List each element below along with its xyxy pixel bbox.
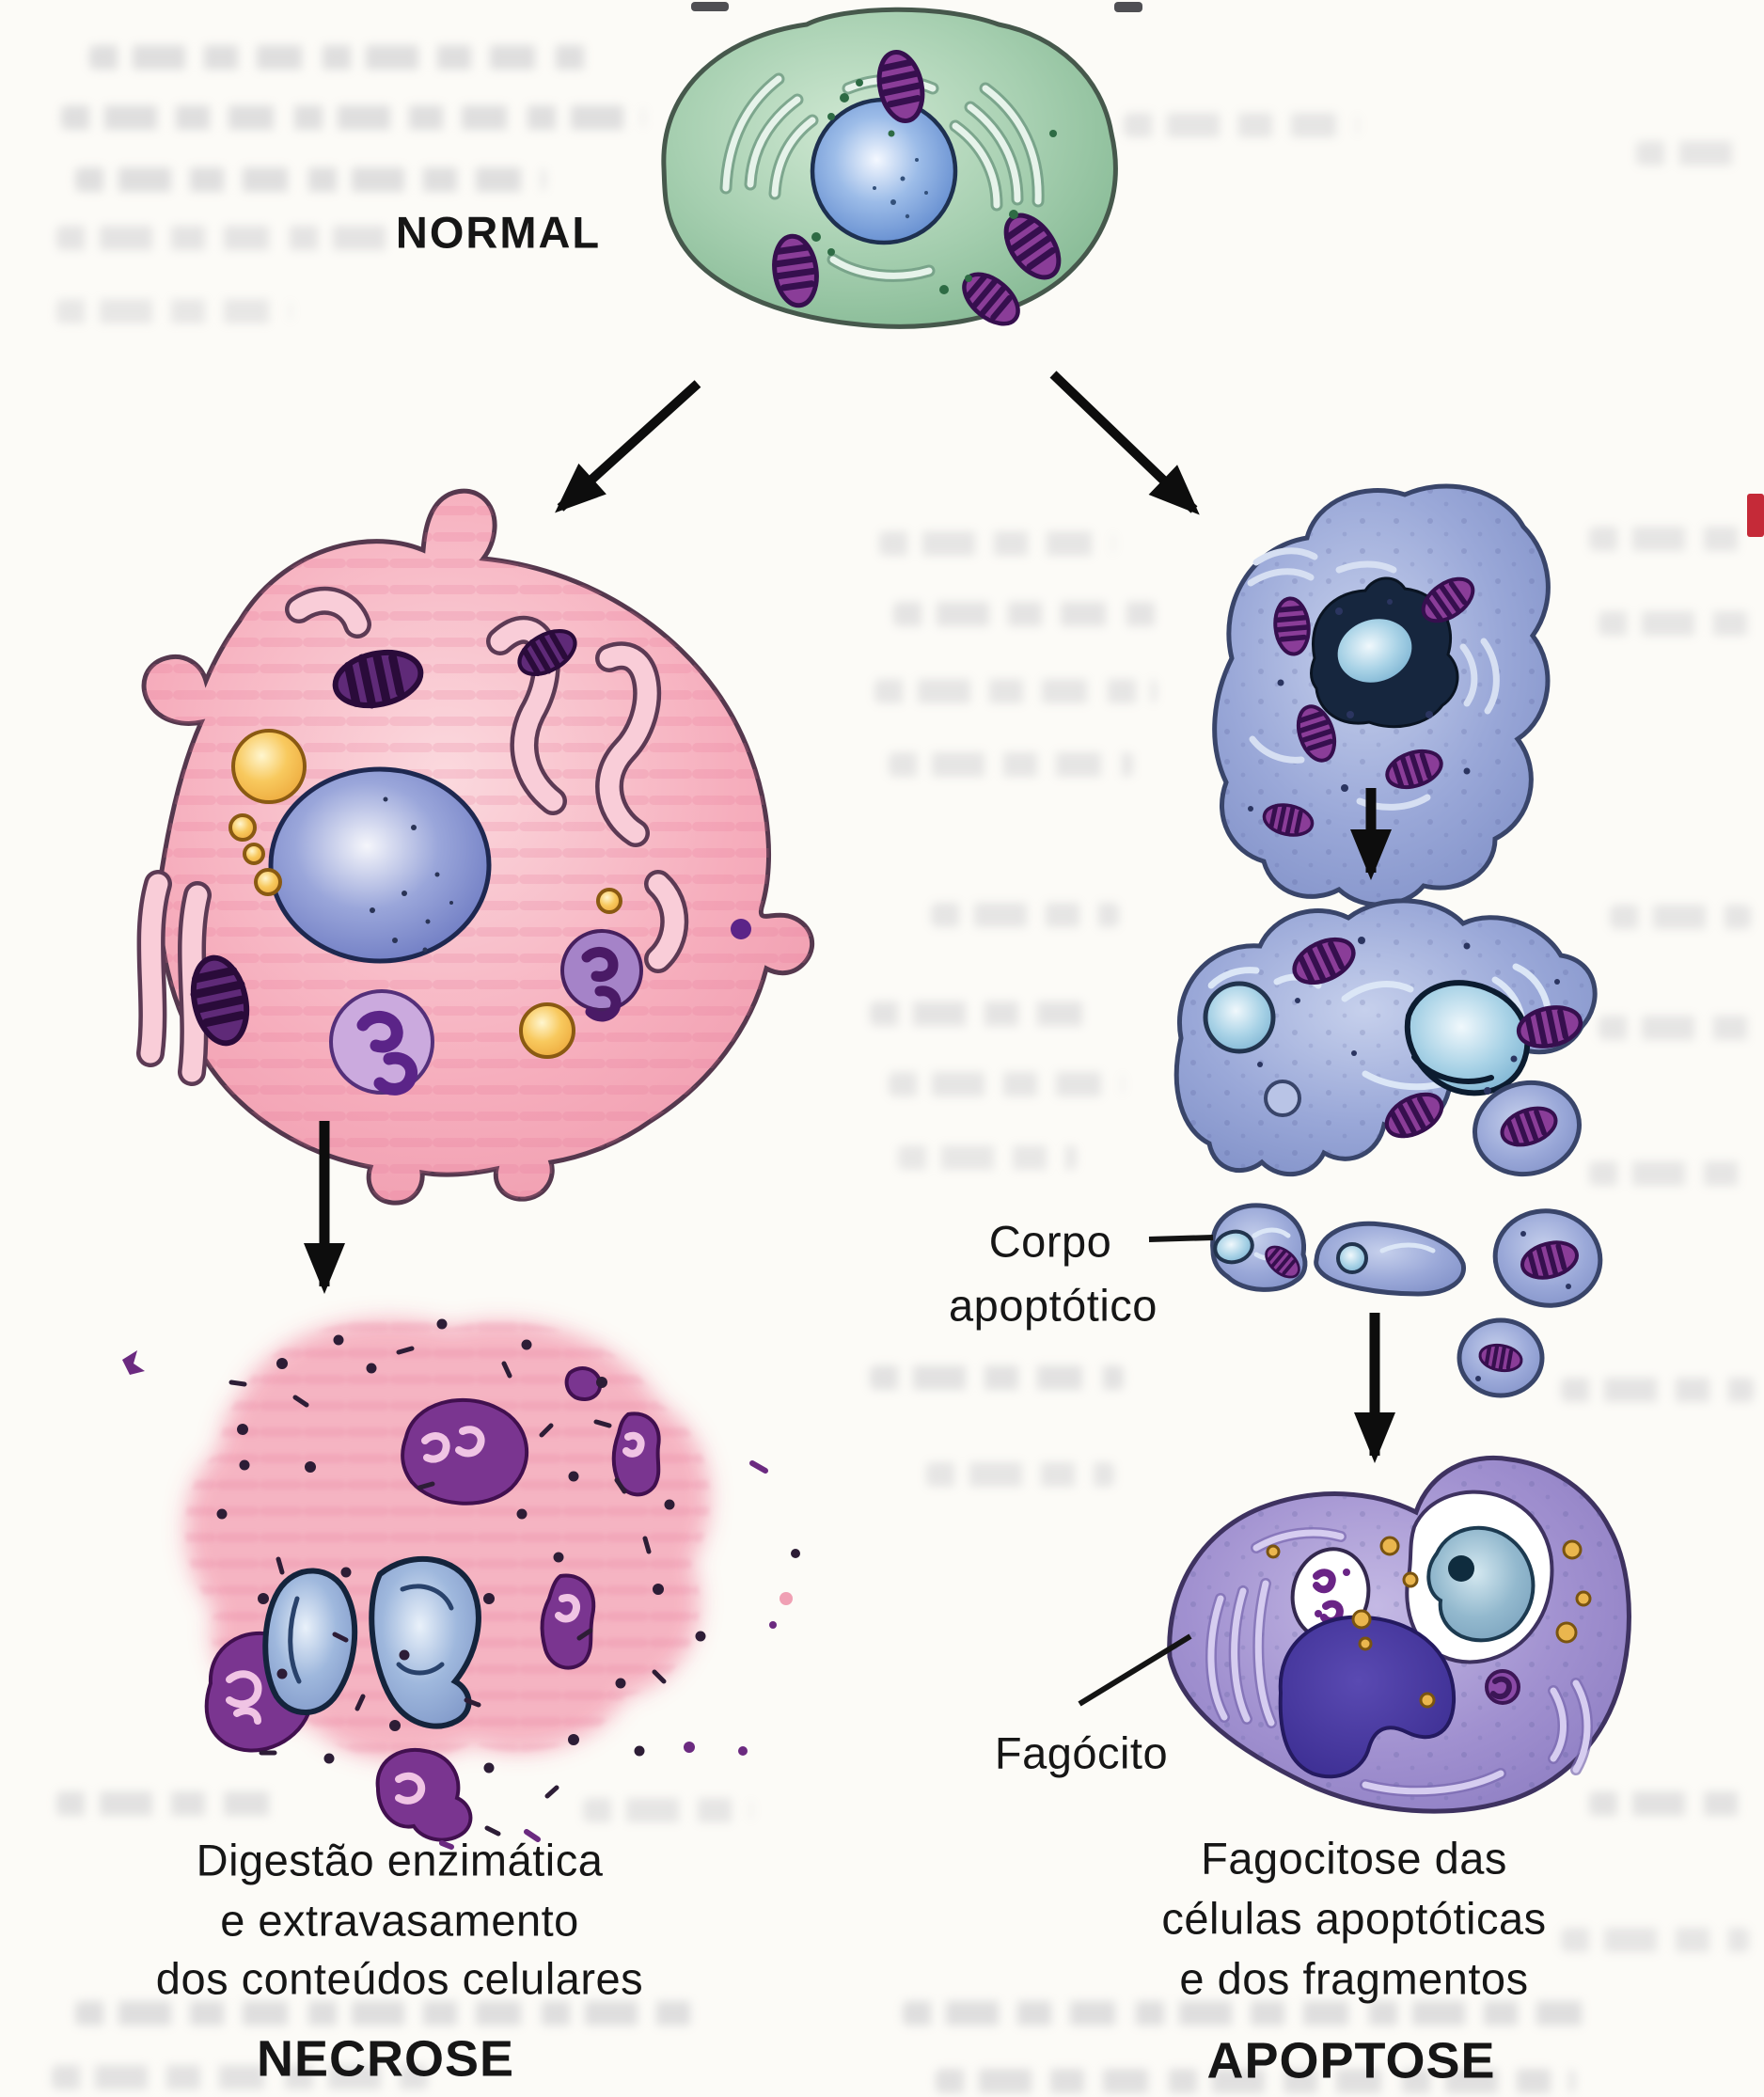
bleed-through-text: [1589, 1161, 1754, 1186]
nucleus-fragment: [1404, 980, 1531, 1096]
label-pointer-line: [1148, 1235, 1214, 1242]
page-edge-ink-mark: [1114, 2, 1142, 12]
bleed-through-text: [870, 1365, 1124, 1390]
apoptosis-heading: APOPTOSE: [1206, 2032, 1496, 2089]
bleed-through-text: [1599, 611, 1749, 636]
bleed-through-text: [898, 1145, 1077, 1170]
engulfed-nucleus: [1448, 1555, 1474, 1582]
bleed-through-text: [889, 1072, 1124, 1096]
normal-cell: [661, 7, 1118, 333]
small-bleb: [1264, 1080, 1301, 1117]
necrosis-caption-line2: e extravasamento: [220, 1895, 579, 1946]
necrotic-swollen-cell: [136, 488, 815, 1206]
engulfed-apoptotic-cell: [1426, 1525, 1536, 1643]
nucleus: [810, 97, 958, 245]
endoplasmic-reticulum: [1247, 547, 1500, 811]
bleed-through-text: [874, 679, 1157, 703]
bleed-through-text: [1589, 527, 1749, 551]
bleed-through-text: [52, 2065, 428, 2089]
condensed-nucleus: [1310, 576, 1459, 729]
bleed-through-text: [61, 105, 644, 130]
bleed-through-text: [1636, 141, 1749, 166]
bleed-through-text: [936, 2069, 1575, 2093]
phagocyte-cell: [1167, 1455, 1631, 1814]
granules: [1248, 599, 1471, 812]
blebbing-cell: [1173, 898, 1598, 1177]
granules: [1257, 937, 1560, 1095]
endoplasmic-reticulum: [1205, 1527, 1593, 1797]
bleed-through-text: [889, 752, 1133, 777]
apoptotic-shrinking-cell: [1212, 483, 1551, 907]
page-edge-ink-mark: [691, 2, 729, 11]
necrosis-caption-line3: dos conteúdos celulares: [155, 1953, 644, 2004]
bleed-through-text: [893, 602, 1157, 626]
bleed-through-text: [56, 299, 291, 323]
necrosis-heading: NECROSE: [256, 2030, 515, 2088]
phagocyte-label: Fagócito: [994, 1727, 1169, 1778]
necrosis-caption-line1: Digestão enzimática: [196, 1835, 604, 1885]
apoptotic-body-label-line1: Corpo: [988, 1216, 1112, 1267]
fragment-inner-detail: [226, 1426, 645, 1805]
bleed-through-text: [89, 45, 597, 70]
lysosome-granules: [1266, 1536, 1592, 1709]
bleed-through-text: [583, 1798, 752, 1822]
bleed-through-text: [1561, 1928, 1749, 1952]
granules: [811, 79, 1057, 294]
apoptosis-caption-line1: Fagocitose das: [1201, 1833, 1507, 1884]
arrow-to-apoptosis-icon: [1049, 371, 1200, 515]
normal-label: NORMAL: [395, 207, 602, 258]
vacuole: [1203, 981, 1276, 1054]
arrow-to-necrosis-icon: [555, 380, 701, 513]
bleed-through-text: [903, 2001, 1599, 2026]
remnant-detail: [288, 1584, 454, 1684]
bleed-through-text: [56, 226, 395, 250]
bleed-through-text: [1599, 1016, 1754, 1040]
bleed-through-text: [1124, 113, 1359, 137]
bleed-through-text: [56, 1791, 273, 1816]
apoptotic-body-label-line2: apoptótico: [949, 1280, 1158, 1331]
bleed-through-text: [1610, 905, 1751, 929]
bleed-through-text: [75, 167, 545, 192]
page-edge-red-mark: [1747, 494, 1764, 537]
debris-speckles: [216, 1318, 706, 1837]
nucleus-remnants: [262, 1555, 481, 1729]
lipid-droplets: [228, 729, 623, 1059]
bleed-through-text: [879, 531, 1114, 556]
apoptotic-bodies: [1210, 1080, 1603, 1398]
bleed-through-text: [75, 2001, 696, 2026]
bleed-through-text: [926, 1462, 1114, 1487]
apoptosis-caption-line2: células apoptóticas: [1161, 1893, 1547, 1944]
apoptosis-caption-line3: e dos fragmentos: [1179, 1953, 1529, 2004]
bleed-through-text: [931, 903, 1119, 927]
label-pointer-line: [1078, 1633, 1192, 1707]
nucleus: [268, 766, 492, 964]
scattered-debris: [122, 1350, 800, 1850]
ingested-fragment: [1485, 1669, 1520, 1705]
bleed-through-text: [870, 1001, 1095, 1026]
necrotic-debris-mass: [122, 1318, 800, 1850]
clumped-chromatin-bodies: [329, 919, 751, 1096]
bleed-through-text: [1561, 1378, 1754, 1402]
bleed-through-text: [1589, 1791, 1754, 1816]
